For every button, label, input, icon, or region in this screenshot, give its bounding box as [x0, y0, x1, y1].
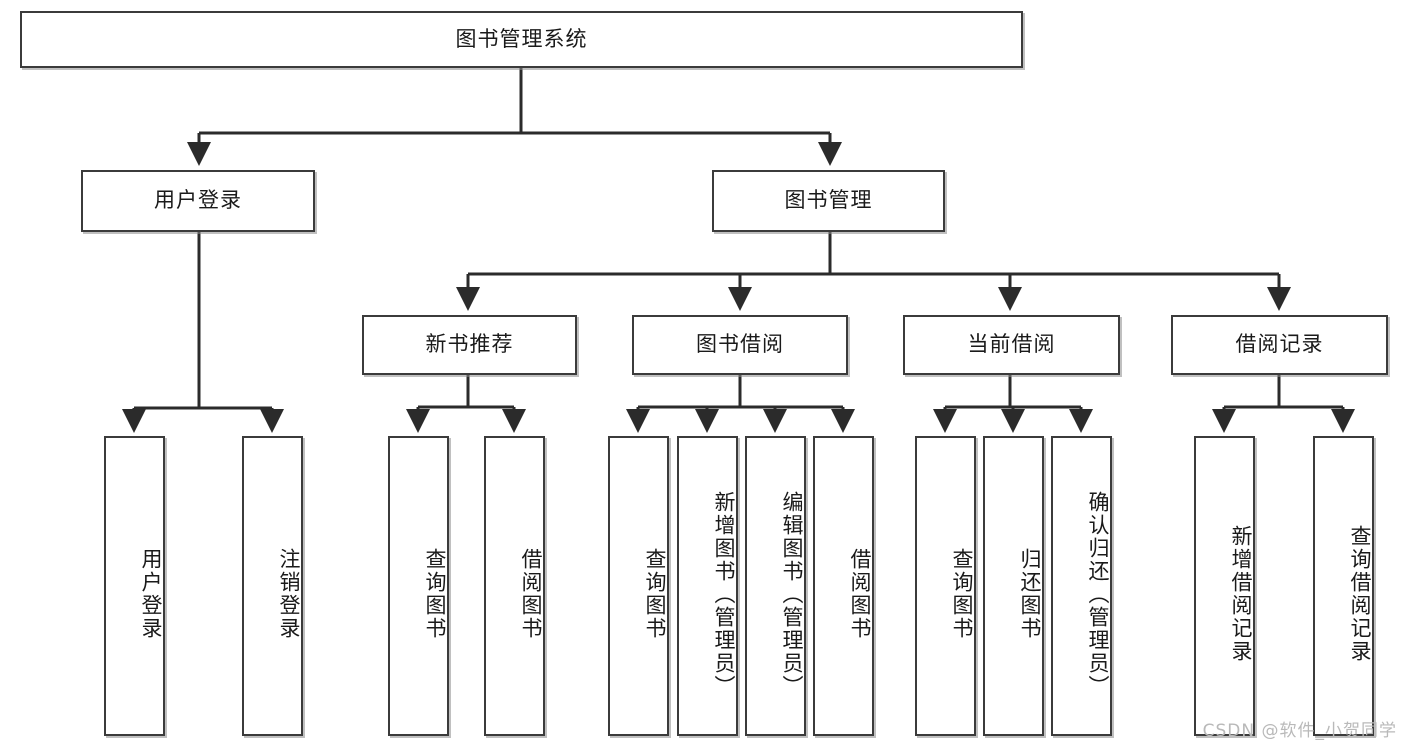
watermark: CSDN @软件_小贺同学: [1202, 721, 1397, 741]
node-borrow-record-label: 借阅记录: [1235, 332, 1324, 357]
leaf-borrow-book-label: 借阅图书: [848, 548, 872, 640]
leaf-borrow-book[interactable]: 借阅图书: [813, 436, 874, 736]
node-new-book-recommend-label: 新书推荐: [425, 332, 514, 357]
leaf-edit-book-admin-label: 编辑图书（管理员）: [780, 490, 804, 698]
leaf-query-book-borrow-label: 查询图书: [643, 548, 667, 640]
node-book-borrow[interactable]: 图书借阅: [632, 315, 848, 375]
leaf-return-book-label: 归还图书: [1018, 548, 1042, 640]
leaf-query-book-current[interactable]: 查询图书: [915, 436, 976, 736]
node-book-management[interactable]: 图书管理: [712, 170, 945, 232]
leaf-query-book-newbook-label: 查询图书: [423, 548, 447, 640]
node-current-borrow-label: 当前借阅: [967, 332, 1056, 357]
leaf-logout[interactable]: 注销登录: [242, 436, 303, 736]
leaf-add-borrow-record[interactable]: 新增借阅记录: [1194, 436, 1255, 736]
leaf-query-borrow-record-label: 查询借阅记录: [1348, 525, 1372, 663]
leaf-confirm-return-admin[interactable]: 确认归还（管理员）: [1051, 436, 1112, 736]
leaf-query-borrow-record[interactable]: 查询借阅记录: [1313, 436, 1374, 736]
leaf-add-book-admin-label: 新增图书（管理员）: [712, 490, 736, 698]
node-root-label: 图书管理系统: [455, 26, 588, 51]
leaf-edit-book-admin[interactable]: 编辑图书（管理员）: [745, 436, 806, 736]
leaf-borrow-book-newbook[interactable]: 借阅图书: [484, 436, 545, 736]
leaf-logout-label: 注销登录: [277, 548, 301, 640]
node-new-book-recommend[interactable]: 新书推荐: [362, 315, 577, 375]
leaf-add-borrow-record-label: 新增借阅记录: [1229, 525, 1253, 663]
leaf-return-book[interactable]: 归还图书: [983, 436, 1044, 736]
leaf-borrow-book-newbook-label: 借阅图书: [519, 548, 543, 640]
leaf-user-login[interactable]: 用户登录: [104, 436, 165, 736]
leaf-confirm-return-admin-label: 确认归还（管理员）: [1086, 490, 1110, 698]
node-user-login-label: 用户登录: [154, 188, 242, 213]
node-borrow-record[interactable]: 借阅记录: [1171, 315, 1388, 375]
node-book-management-label: 图书管理: [784, 188, 873, 213]
leaf-add-book-admin[interactable]: 新增图书（管理员）: [677, 436, 738, 736]
leaf-user-login-label: 用户登录: [139, 548, 163, 640]
leaf-query-book-newbook[interactable]: 查询图书: [388, 436, 449, 736]
node-root[interactable]: 图书管理系统: [20, 11, 1023, 68]
leaf-query-book-borrow[interactable]: 查询图书: [608, 436, 669, 736]
leaf-query-book-current-label: 查询图书: [950, 548, 974, 640]
node-current-borrow[interactable]: 当前借阅: [903, 315, 1120, 375]
node-book-borrow-label: 图书借阅: [696, 332, 784, 357]
node-user-login[interactable]: 用户登录: [81, 170, 315, 232]
